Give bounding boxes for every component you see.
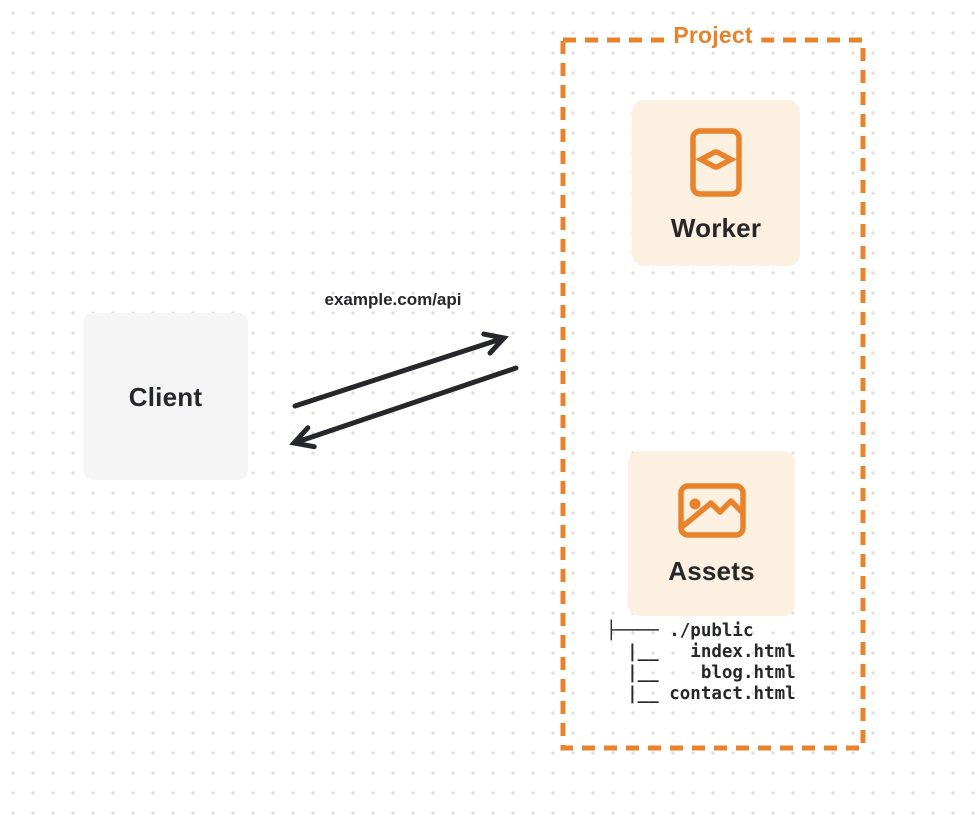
code-icon xyxy=(690,128,742,197)
client-label: Client xyxy=(128,381,203,412)
request-arrow xyxy=(292,331,509,409)
assets-node: Assets xyxy=(628,451,795,616)
project-dashed-border xyxy=(560,37,866,751)
assets-file-tree: ├──── ./public |__ index.html |__ blog.h… xyxy=(606,621,796,704)
worker-node: Worker xyxy=(632,100,800,266)
assets-label: Assets xyxy=(668,556,755,586)
response-arrow xyxy=(289,365,519,450)
client-node: Client xyxy=(83,313,248,480)
project-group-label: Project xyxy=(664,21,762,49)
image-icon xyxy=(677,483,746,538)
worker-label: Worker xyxy=(670,213,762,243)
request-url-label: example.com/api xyxy=(324,290,462,309)
